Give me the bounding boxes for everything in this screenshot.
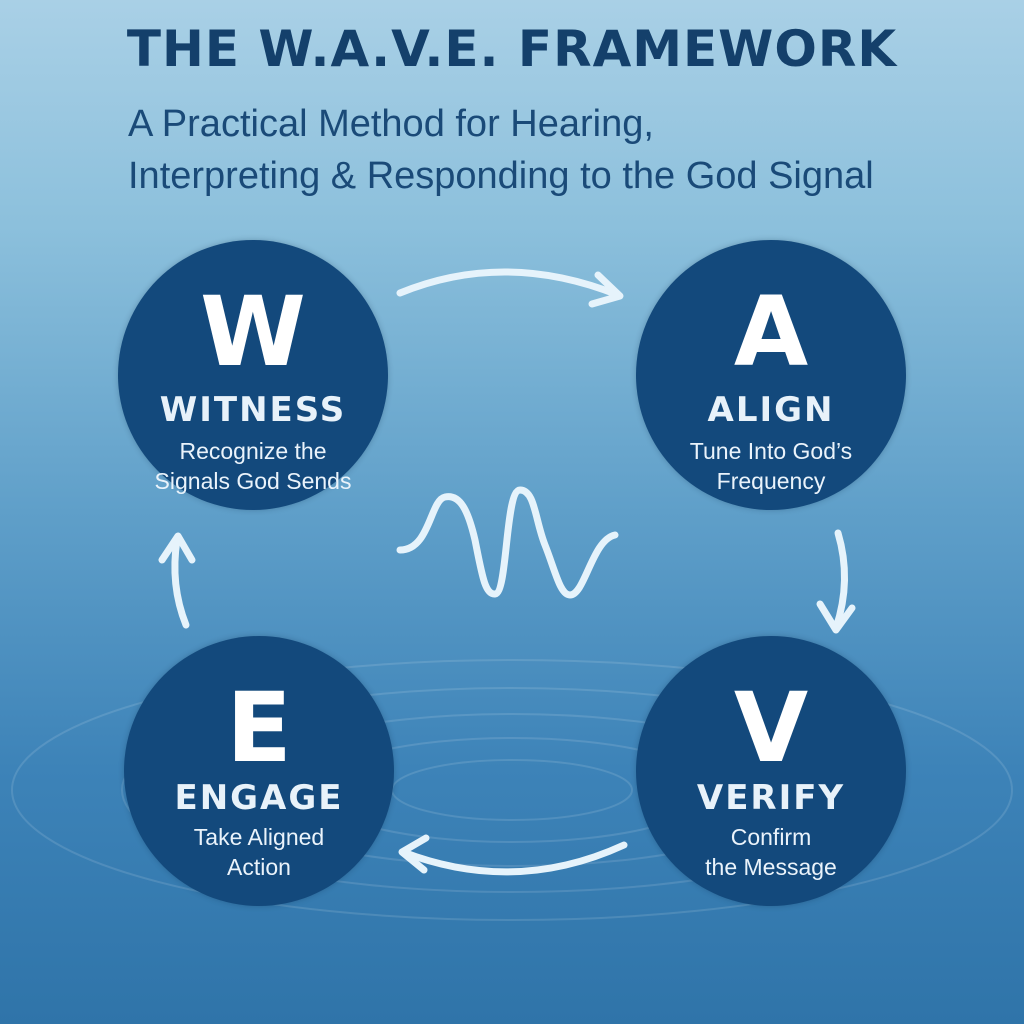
step-letter: A <box>733 276 809 388</box>
subtitle-line-2: Interpreting & Responding to the God Sig… <box>128 155 874 197</box>
step-verify: V VERIFY Confirm the Message <box>636 636 906 906</box>
step-description: Tune Into God’s Frequency <box>656 436 886 496</box>
step-letter: W <box>200 276 306 388</box>
step-description-line: the Message <box>705 854 837 880</box>
step-description-line: Signals God Sends <box>154 468 352 494</box>
arrow-verify-to-engage-icon <box>398 834 628 876</box>
arrow-witness-to-align-icon <box>396 268 624 308</box>
step-description-line: Tune Into God’s <box>689 438 853 464</box>
subtitle: A Practical Method for Hearing, Interpre… <box>128 98 988 202</box>
step-description-line: Frequency <box>716 468 826 494</box>
step-description: Take Aligned Action <box>144 822 374 882</box>
step-name: ALIGN <box>707 390 835 430</box>
step-description: Recognize the Signals God Sends <box>138 436 368 496</box>
step-letter: V <box>733 672 809 784</box>
subtitle-line-1: A Practical Method for Hearing, <box>128 103 654 145</box>
page-title: THE W.A.V.E. FRAMEWORK <box>126 20 898 78</box>
step-name: VERIFY <box>696 778 846 818</box>
sine-wave-icon <box>396 486 619 599</box>
step-description-line: Recognize the <box>179 438 327 464</box>
step-description-line: Take Aligned <box>193 824 325 850</box>
arrow-align-to-verify-icon <box>816 529 856 634</box>
step-name: ENGAGE <box>174 778 344 818</box>
step-witness: W WITNESS Recognize the Signals God Send… <box>118 240 388 510</box>
step-align: A ALIGN Tune Into God’s Frequency <box>636 240 906 510</box>
step-description-line: Action <box>227 854 291 880</box>
step-letter: E <box>226 672 292 784</box>
step-engage: E ENGAGE Take Aligned Action <box>124 636 394 906</box>
step-description: Confirm the Message <box>656 822 886 882</box>
arrow-engage-to-witness-icon <box>158 532 196 629</box>
step-description-line: Confirm <box>730 824 812 850</box>
step-name: WITNESS <box>159 390 347 430</box>
